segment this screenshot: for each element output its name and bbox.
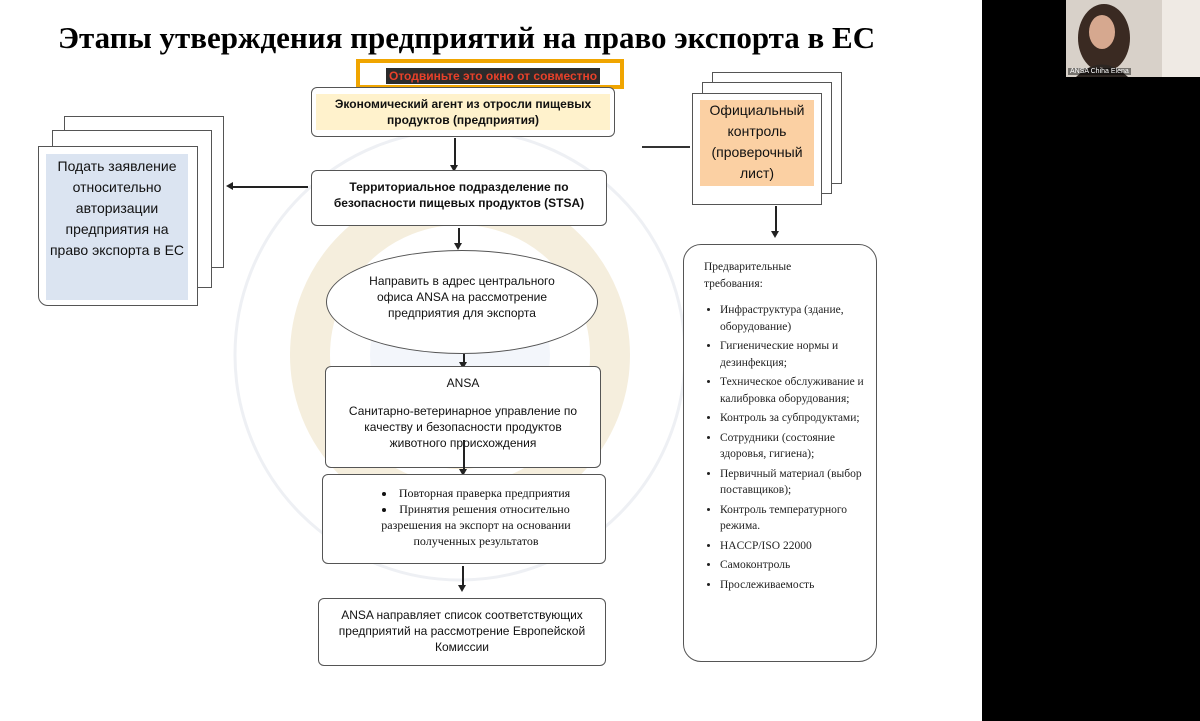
arrow-control-to-requirements xyxy=(772,206,778,238)
ansa-body: Санитарно-ветеринарное управление по кач… xyxy=(348,404,578,450)
ansa-title: ANSA xyxy=(446,376,480,390)
requirement-item: Прослеживаемость xyxy=(720,577,866,594)
requirement-item: Самоконтроль xyxy=(720,557,866,574)
send-to-ansa-ellipse: Направить в адрес центрального офиса ANS… xyxy=(326,250,598,354)
arrow-checks-to-final xyxy=(459,566,465,592)
checks-box: Повторная праверка предприятия Принятия … xyxy=(322,474,606,564)
requirements-panel: Предварительные требования: Инфраструкту… xyxy=(683,244,877,662)
screen-share-warning-banner[interactable]: Отодвиньте это окно от совместно xyxy=(356,59,624,89)
economic-agent-text: Экономический агент из отросли пищевых п… xyxy=(334,97,592,127)
requirement-item: Инфраструктура (здание, оборудование) xyxy=(720,302,866,335)
participant-avatar xyxy=(1066,0,1200,77)
requirement-item: Гигиенические нормы и дезинфекция; xyxy=(720,338,866,371)
final-commission-text: ANSA направляет список соответствующих п… xyxy=(338,608,586,654)
connector-line xyxy=(642,146,690,148)
requirement-item: Контроль температурного режима. xyxy=(720,502,866,535)
arrow-agent-to-stsa xyxy=(451,138,457,172)
check-item-decision: Принятия решения относительно разрешения… xyxy=(359,501,593,549)
stsa-box: Территориальное подразделение по безопас… xyxy=(311,170,607,226)
requirements-list: Инфраструктура (здание, оборудование) Ги… xyxy=(704,302,866,593)
arrow-ansa-to-checks xyxy=(460,440,466,476)
send-to-ansa-text: Направить в адрес центрального офиса ANS… xyxy=(369,274,555,320)
checks-list: Повторная праверка предприятия Принятия … xyxy=(339,485,593,549)
stsa-text: Территориальное подразделение по безопас… xyxy=(333,180,585,210)
presentation-slide: Этапы утверждения предприятий на право э… xyxy=(0,0,982,721)
final-commission-box: ANSA направляет список соответствующих п… xyxy=(318,598,606,666)
right-doc-official-control-text: Официальный контроль (проверочный лист) xyxy=(700,100,814,186)
economic-agent-box: Экономический агент из отросли пищевых п… xyxy=(311,87,615,137)
requirements-title: Предварительные требования: xyxy=(704,261,792,290)
requirement-item: Контроль за субпродуктами; xyxy=(720,410,866,427)
requirement-item: Техническое обслуживание и калибровка об… xyxy=(720,374,866,407)
arrow-stsa-to-send xyxy=(455,228,461,250)
ansa-box: ANSA Санитарно-ветеринарное управление п… xyxy=(325,366,601,468)
requirement-item: Сотрудники (состояние здоровья, гигиена)… xyxy=(720,430,866,463)
share-warning-text: Отодвиньте это окно от совместно xyxy=(386,68,601,84)
participant-video-tile[interactable]: ANSA Chiha Elena xyxy=(1066,0,1200,77)
left-doc-application-text: Подать заявление относительно авторизаци… xyxy=(46,154,188,300)
slide-title: Этапы утверждения предприятий на право э… xyxy=(58,20,876,55)
requirement-item: Первичный материал (выбор поставщиков); xyxy=(720,466,866,499)
arrow-send-to-ansa xyxy=(460,354,466,369)
requirement-item: HACCP/ISO 22000 xyxy=(720,538,866,555)
check-item-recheck: Повторная праверка предприятия xyxy=(359,485,593,501)
arrow-stsa-to-application xyxy=(226,183,308,189)
participant-name: ANSA Chiha Elena xyxy=(1068,68,1131,75)
